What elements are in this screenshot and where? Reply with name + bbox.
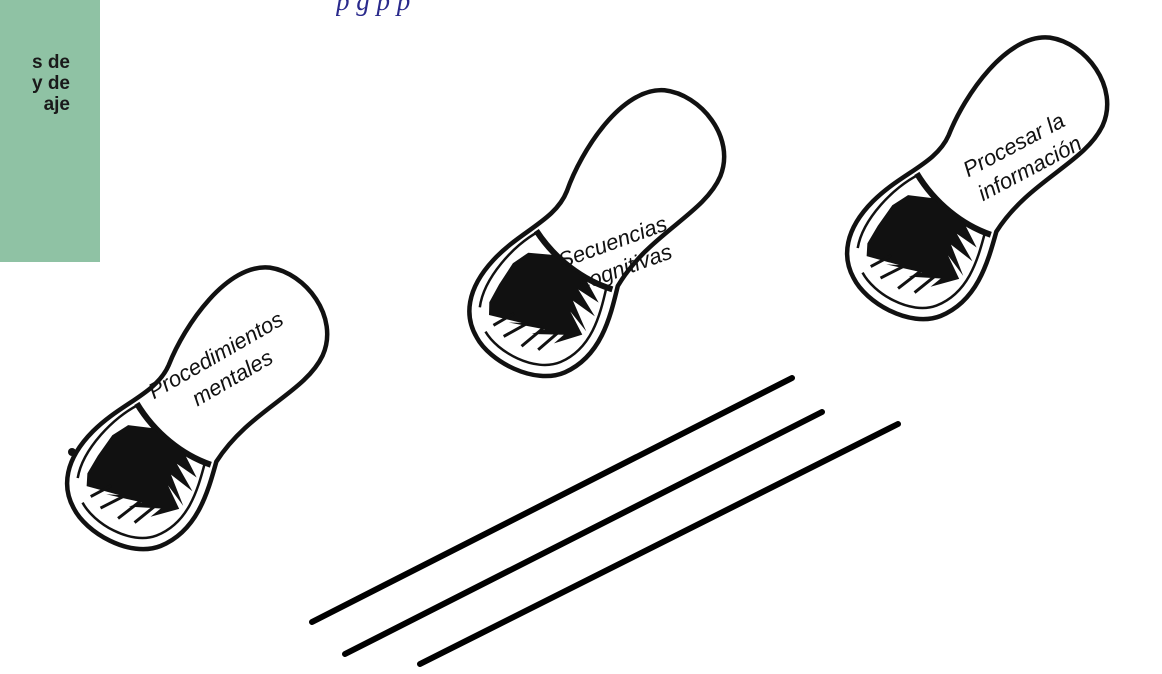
motion-line: [420, 424, 898, 664]
footprint-3-label: Procesar la información: [959, 105, 1088, 207]
motion-line: [312, 378, 792, 622]
motion-line: [345, 412, 822, 654]
bullet-dot: [68, 448, 76, 456]
